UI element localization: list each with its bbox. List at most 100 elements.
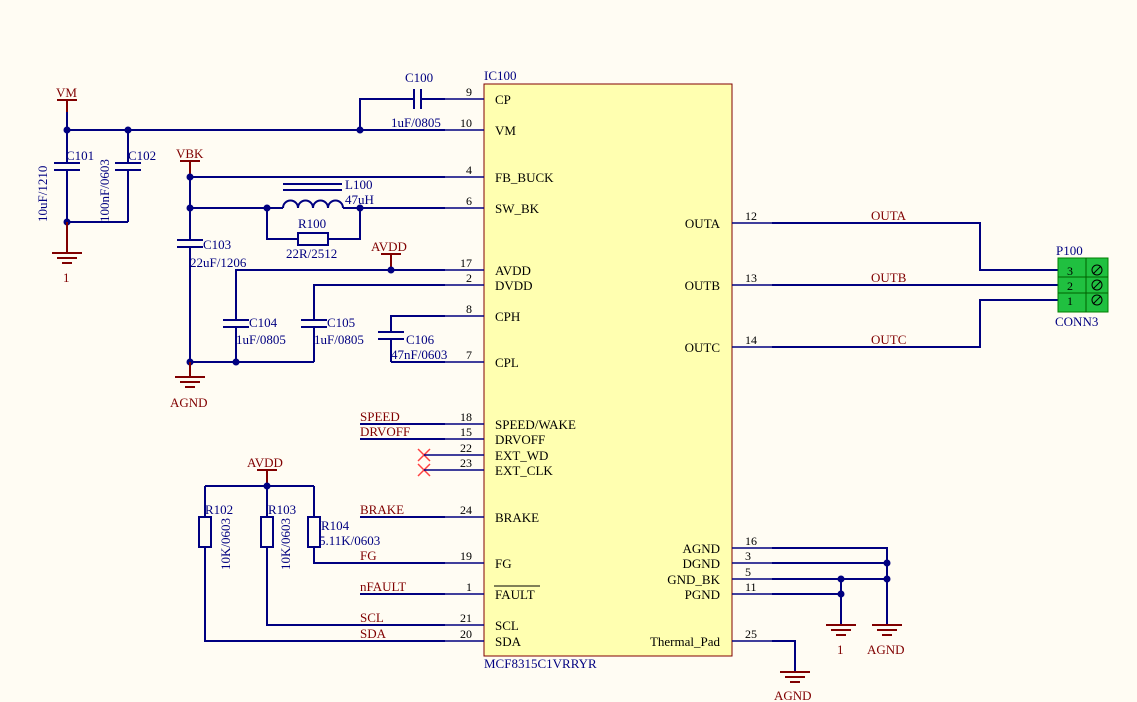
wire-cph [390, 315, 445, 332]
pin-name: OUTB [685, 278, 721, 293]
net-brake[interactable]: BRAKE [360, 502, 445, 518]
net-speed[interactable]: SPEED [360, 409, 445, 425]
agnd-right-label: AGND [867, 642, 905, 657]
pin-num: 2 [466, 271, 472, 285]
p100-pin: 3 [1067, 264, 1073, 278]
svg-text:nFAULT: nFAULT [360, 579, 406, 594]
ic-right-pin-numbers: 12 13 14 16 3 5 11 25 [745, 209, 757, 641]
wire-avdd [235, 269, 445, 320]
pin-name: CPH [495, 309, 520, 324]
c103-capacitor[interactable]: C103 22uF/1206 [177, 237, 247, 362]
p100-pin: 1 [1067, 294, 1073, 308]
pin-num: 8 [466, 302, 472, 316]
pin-name: CPL [495, 355, 519, 370]
ic-body[interactable] [483, 83, 733, 657]
ic-left-pin-lines [445, 98, 484, 642]
c101-capacitor[interactable]: C101 10uF/1210 [35, 130, 94, 222]
agnd-symbol-left[interactable]: AGND [170, 362, 208, 410]
l100-ref: L100 [345, 177, 372, 192]
ic-part: MCF8315C1VRRYR [484, 656, 597, 671]
p100-pin: 2 [1067, 279, 1073, 293]
c103-value: 22uF/1206 [190, 255, 247, 270]
c104-value: 1uF/0805 [236, 332, 286, 347]
vm-power-port[interactable]: VM [56, 85, 77, 112]
pin-name: EXT_WD [495, 448, 548, 463]
c104-capacitor[interactable]: C104 1uF/0805 [223, 315, 286, 362]
pin-num: 1 [466, 580, 472, 594]
net-drvoff[interactable]: DRVOFF [360, 424, 445, 440]
net-fg[interactable]: FG [313, 547, 445, 564]
r104-resistor[interactable]: R104 5.11K/0603 [307, 486, 380, 548]
pin-num: 16 [745, 534, 757, 548]
gnd-right-label: 1 [837, 642, 844, 657]
pin-num: 7 [466, 348, 472, 362]
avdd-res-label: AVDD [247, 455, 283, 470]
c100-value: 1uF/0805 [391, 115, 441, 130]
c100-capacitor[interactable]: C100 1uF/0805 [391, 70, 445, 130]
svg-text:OUTC: OUTC [871, 332, 906, 347]
pin-num: 13 [745, 271, 757, 285]
c100-ref: C100 [405, 70, 433, 85]
agnd-symbol-bottom[interactable]: AGND [774, 671, 812, 702]
wire [359, 98, 408, 130]
svg-text:OUTA: OUTA [871, 208, 907, 223]
net-outa[interactable]: OUTA [772, 208, 1058, 271]
r100-value: 22R/2512 [286, 246, 337, 261]
l100-value: 47uH [345, 192, 374, 207]
c102-capacitor[interactable]: C102 100nF/0603 [97, 130, 156, 222]
ic-right-pin-lines [732, 222, 772, 642]
pin-num: 18 [460, 410, 472, 424]
no-connect-ext-clk [417, 463, 445, 477]
svg-text:SDA: SDA [360, 626, 387, 641]
net-scl[interactable]: SCL [266, 547, 445, 626]
net-nfault[interactable]: nFAULT [360, 579, 445, 595]
pin-name: DRVOFF [495, 432, 545, 447]
pin-name: AGND [682, 541, 720, 556]
pin-name: BRAKE [495, 510, 539, 525]
junction [883, 575, 891, 583]
pin-name: AVDD [495, 263, 531, 278]
agnd-symbol-right[interactable]: AGND [867, 624, 905, 657]
pin-name: GND_BK [667, 572, 720, 587]
gnd-symbol-left[interactable]: 1 [52, 222, 82, 285]
pin-num: 12 [745, 209, 757, 223]
c102-value: 100nF/0603 [97, 159, 112, 222]
r102-resistor[interactable]: R102 10K/0603 [198, 486, 233, 570]
r100-resistor[interactable]: R100 22R/2512 [266, 208, 361, 261]
c106-capacitor[interactable]: C106 47nF/0603 [378, 331, 447, 362]
avdd-power-port-res[interactable]: AVDD [247, 455, 283, 486]
svg-text:OUTB: OUTB [871, 270, 907, 285]
wire-thermal-pad [772, 640, 796, 672]
pin-name: Thermal_Pad [650, 634, 721, 649]
net-outc[interactable]: OUTC [772, 299, 1058, 348]
pin-name: FB_BUCK [495, 170, 554, 185]
svg-text:FG: FG [360, 548, 377, 563]
gnd-left-label: 1 [63, 270, 70, 285]
ic-left-pin-names: CP VM FB_BUCK SW_BK AVDD DVDD CPH CPL SP… [495, 92, 576, 649]
net-outb[interactable]: OUTB [772, 270, 1058, 286]
pin-name: SCL [495, 618, 519, 633]
vbk-label: VBK [176, 146, 204, 161]
p100-value: CONN3 [1055, 314, 1098, 329]
c105-capacitor[interactable]: C105 1uF/0805 [301, 315, 364, 362]
gnd-symbol-right[interactable]: 1 [826, 624, 856, 657]
r104-value: 5.11K/0603 [319, 533, 380, 548]
pin-num: 3 [745, 549, 751, 563]
r102-value: 10K/0603 [218, 518, 233, 570]
r103-resistor[interactable]: R103 10K/0603 [260, 486, 296, 570]
pin-num: 9 [466, 85, 472, 99]
p100-connector[interactable]: P100 3 2 1 CONN3 [1055, 243, 1109, 329]
c105-ref: C105 [327, 315, 355, 330]
vm-label: VM [56, 85, 77, 100]
pin-name: SPEED/WAKE [495, 417, 576, 432]
net-sda[interactable]: SDA [204, 547, 445, 642]
pin-name: OUTC [685, 340, 720, 355]
c103-ref: C103 [203, 237, 231, 252]
l100-inductor[interactable]: L100 47uH [267, 177, 374, 209]
pin-num: 25 [745, 627, 757, 641]
vbk-power-port[interactable]: VBK [176, 146, 204, 177]
avdd-power-port-top[interactable]: AVDD [371, 239, 407, 270]
wire-dvdd [313, 284, 445, 320]
pin-num: 19 [460, 549, 472, 563]
